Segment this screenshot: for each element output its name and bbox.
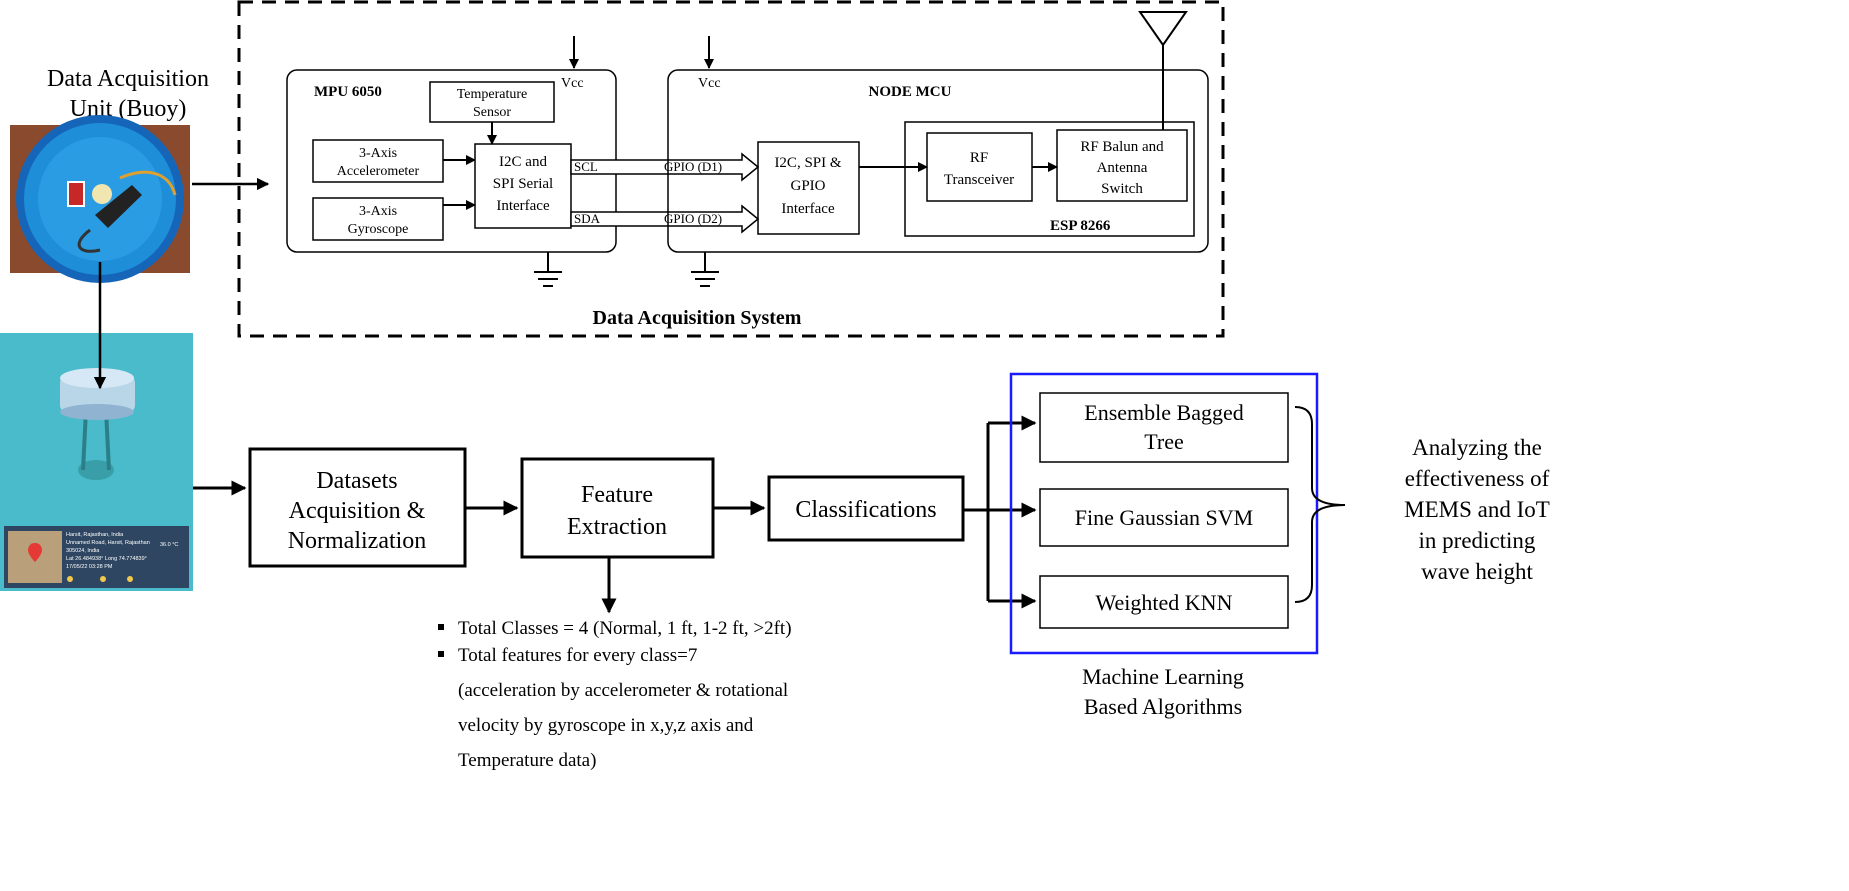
result-line1: Analyzing the (1412, 435, 1542, 460)
result-line4: in predicting (1419, 528, 1536, 553)
map-line4: Lat 26.484938° Long 74.774839° (66, 556, 147, 562)
nodemcu-ground-icon (691, 252, 719, 287)
map-temp: 36.0 °C (160, 542, 178, 548)
rf-balun-line3: Switch (1101, 181, 1143, 197)
ml-caption-line1: Machine Learning (1082, 664, 1244, 689)
branch-lines (963, 423, 990, 601)
gyroscope-line1: 3-Axis (359, 204, 397, 219)
nodemcu-box (667, 69, 1209, 253)
bagged-tree-line1: Ensemble Bagged (1084, 400, 1243, 425)
ml-caption-line2: Based Algorithms (1084, 694, 1242, 719)
svm-label: Fine Gaussian SVM (1075, 505, 1253, 530)
accelerometer-line1: 3-Axis (359, 146, 397, 161)
notes-bullet2: Total features for every class=7 (458, 645, 697, 666)
datasets-line1: Datasets (316, 468, 397, 494)
knn-label: Weighted KNN (1096, 590, 1233, 615)
svm-box (1039, 488, 1289, 547)
i2c-spi-line1: I2C and (499, 154, 547, 170)
ml-algorithms-frame (1009, 372, 1319, 655)
mpu6050-title: MPU 6050 (314, 84, 382, 100)
grouping-brace (1294, 406, 1346, 603)
buoy-label-line1: Data Acquisition (47, 66, 209, 92)
notes-line4: velocity by gyroscope in x,y,z axis and (458, 715, 754, 736)
result-line2: effectiveness of (1405, 466, 1550, 491)
classifications-box (767, 475, 965, 542)
nodemcu-title: NODE MCU (869, 84, 952, 100)
bullet-icon-1 (438, 624, 444, 630)
i2c-spi-line2: SPI Serial (493, 176, 553, 192)
gpio-d2-label: GPIO (D2) (664, 211, 722, 226)
gyroscope-box (312, 197, 444, 241)
rf-balun-line2: Antenna (1097, 160, 1148, 176)
accelerometer-line2: Accelerometer (337, 164, 420, 179)
classifications-label: Classifications (795, 497, 936, 523)
bullet-icon-2 (438, 651, 444, 657)
nodemcu-interface-line2: GPIO (790, 178, 825, 194)
esp8266-box (904, 121, 1195, 237)
nodemcu-interface-line3: Interface (781, 201, 835, 217)
notes-bullet1: Total Classes = 4 (Normal, 1 ft, 1-2 ft,… (458, 618, 792, 639)
nodemcu-vcc-label: Vcc (698, 76, 721, 91)
result-line5: wave height (1421, 559, 1533, 584)
nodemcu-interface-line1: I2C, SPI & (774, 155, 841, 171)
buoy-water-photo: Harsit, Rajasthan, India Unnamed Road, H… (0, 333, 193, 591)
mpu-ground-icon (534, 252, 562, 287)
temp-sensor-line1: Temperature (457, 87, 528, 102)
antenna-icon (1138, 11, 1188, 130)
knn-box (1039, 575, 1289, 629)
rf-transceiver-box (926, 132, 1033, 202)
feature-line2: Extraction (567, 514, 667, 540)
datasets-line3: Normalization (288, 528, 427, 554)
mpu-vcc-label: Vcc (561, 76, 584, 91)
scl-label: SCL (574, 159, 598, 174)
das-title: Data Acquisition System (593, 307, 802, 329)
scl-bus-arrow (570, 152, 760, 182)
map-pin-icon (28, 543, 42, 562)
buoy-photo (10, 115, 190, 283)
rf-balun-line1: RF Balun and (1080, 139, 1164, 155)
map-line3: 305024, India (66, 548, 100, 554)
sda-label: SDA (574, 211, 601, 226)
bagged-tree-line2: Tree (1144, 429, 1184, 454)
rf-transceiver-line2: Transceiver (944, 172, 1014, 188)
result-line3: MEMS and IoT (1404, 497, 1550, 522)
bagged-tree-box (1039, 392, 1289, 463)
map-line5: 17/05/22 03:28 PM (66, 564, 113, 570)
notes-line5: Temperature data) (458, 750, 596, 771)
rf-transceiver-line1: RF (970, 150, 988, 166)
das-dashed-border (237, 0, 1225, 338)
nodemcu-interface-box (757, 141, 860, 235)
i2c-spi-box (474, 143, 572, 229)
map-line2: Unnamed Road, Harsit, Rajasthan (66, 540, 150, 546)
sda-bus-arrow (570, 204, 760, 234)
esp8266-label: ESP 8266 (1050, 218, 1111, 234)
map-line1: Harsit, Rajasthan, India (66, 532, 124, 538)
temp-sensor-line2: Sensor (473, 105, 511, 120)
gpio-d1-label: GPIO (D1) (664, 159, 722, 174)
datasets-line2: Acquisition & (289, 498, 426, 524)
gyroscope-line2: Gyroscope (348, 222, 409, 237)
feature-extraction-box (520, 457, 715, 559)
notes-line3: (acceleration by accelerometer & rotatio… (458, 680, 788, 701)
i2c-spi-line3: Interface (496, 198, 550, 214)
feature-line1: Feature (581, 482, 653, 508)
